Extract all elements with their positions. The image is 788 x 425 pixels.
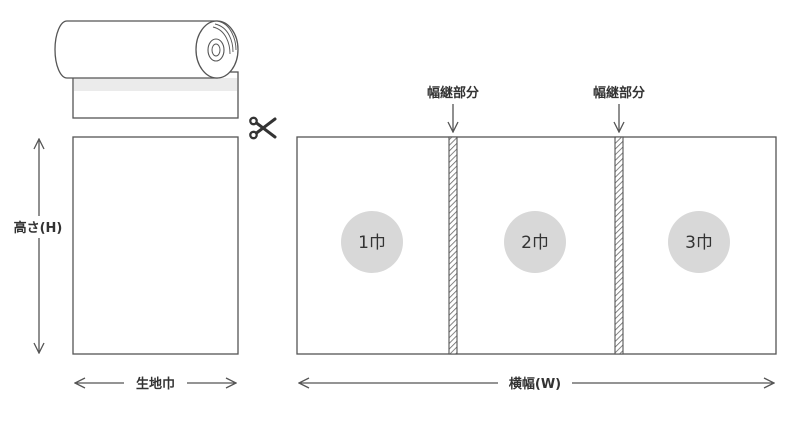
fabric-piece [72, 136, 239, 355]
height-label: 高さ(H) [14, 220, 63, 236]
scissors-icon [249, 116, 277, 140]
fabric-roll-icon [54, 20, 239, 119]
panel-badge-2: 2巾 [504, 211, 566, 273]
panel-label-2: 2巾 [521, 233, 549, 253]
roll-core [207, 38, 225, 62]
panel-label-1: 1巾 [358, 233, 386, 253]
seam-strip-1 [448, 136, 458, 355]
panel-badge-1: 1巾 [341, 211, 403, 273]
panel-badge-3: 3巾 [668, 211, 730, 273]
panel-label-3: 3巾 [685, 233, 713, 253]
seam-label-2: 幅継部分 [593, 85, 645, 101]
roll-body [54, 20, 218, 79]
seam-label-1: 幅継部分 [427, 85, 479, 101]
seam-strip-2 [614, 136, 624, 355]
total-width-label: 横幅(W) [509, 376, 561, 392]
unrolled-fabric-shade [74, 78, 237, 91]
fabric-width-label: 生地巾 [136, 376, 175, 392]
